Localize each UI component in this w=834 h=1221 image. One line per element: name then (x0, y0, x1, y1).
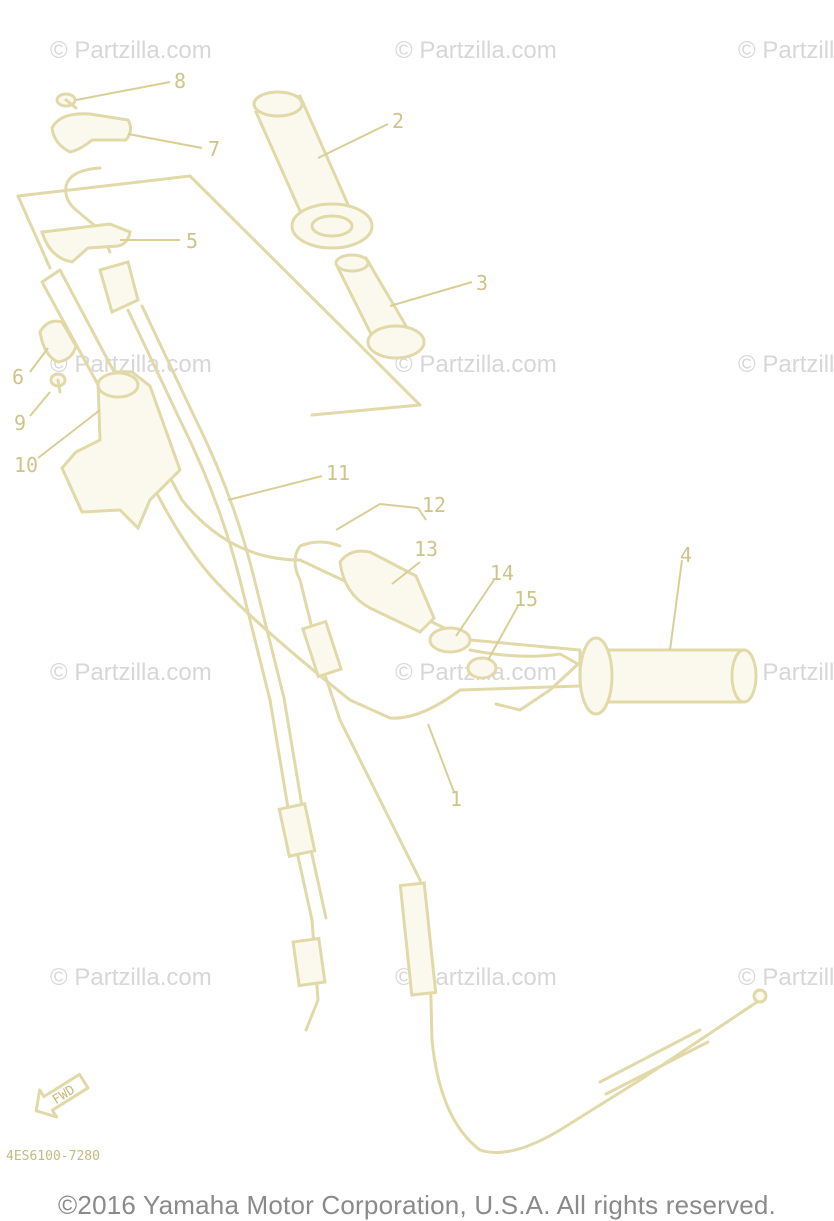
clutch-cable-part-12 (293, 540, 762, 1154)
throttle-cable-sheath (140, 304, 328, 920)
clutch-lever (468, 648, 580, 712)
clutch-cable-adjuster (300, 619, 344, 679)
callout-9: 9 (14, 411, 26, 435)
throttle-tube-part-3 (334, 253, 426, 360)
watermark: © Partzilla.com (50, 659, 212, 686)
leader-lines (29, 81, 683, 793)
callout-3: 3 (476, 271, 488, 295)
clutch-cable-spring (598, 1028, 710, 1096)
callout-1: 1 (450, 787, 462, 811)
watermark: © Partzilla.com (738, 37, 834, 64)
clutch-cable-end (752, 988, 768, 1004)
diagram-code: 4ES6100-7280 (6, 1149, 100, 1164)
screw-part-8 (55, 92, 78, 110)
throttle-cable-end (64, 166, 112, 254)
callout-6: 6 (12, 365, 24, 389)
clutch-holder-part-13 (338, 549, 436, 634)
callout-4: 4 (680, 543, 692, 567)
copyright-notice: ©2016 Yamaha Motor Corporation, U.S.A. A… (58, 1190, 776, 1220)
callout-8: 8 (174, 69, 186, 93)
lever-holder-clamp (96, 371, 140, 399)
callout-5: 5 (186, 229, 198, 253)
throttle-group-outline (16, 174, 422, 417)
throttle-cable-adjuster (277, 802, 317, 858)
callout-11: 11 (326, 461, 350, 485)
callout-10: 10 (14, 453, 38, 477)
bracket-part-6 (38, 319, 78, 364)
watermark: © Partzilla.com (395, 351, 557, 378)
fwd-label: FWD (50, 1083, 78, 1108)
grip-part-2 (252, 90, 374, 250)
nut-part-15 (466, 656, 498, 680)
callout-2: 2 (392, 109, 404, 133)
callout-7: 7 (208, 137, 220, 161)
watermark: © Partzilla.com (738, 351, 834, 378)
watermark: © Partzilla.com (50, 964, 212, 991)
callouts: 8 2 3 4 5 6 7 9 10 11 12 13 14 15 1 (12, 69, 692, 811)
watermark: © Partzilla.com (50, 37, 212, 64)
callout-13: 13 (414, 537, 438, 561)
throttle-group-outline-edge (16, 194, 52, 270)
clutch-cable-sheath (398, 881, 438, 997)
throttle-cover-part-7 (50, 112, 133, 154)
callout-15: 15 (514, 587, 538, 611)
handlebar-part-1 (40, 268, 582, 720)
cable-adjuster (98, 260, 140, 315)
fwd-arrow-icon: FWD (34, 1072, 90, 1119)
throttle-cable-end-fitting (291, 936, 327, 988)
grip-part-4 (578, 636, 758, 716)
throttle-cable-part-11 (126, 308, 320, 1032)
callout-14: 14 (490, 561, 514, 585)
callout-12: 12 (422, 493, 446, 517)
watermark: © Partzilla.com (738, 964, 834, 991)
screw-part-9 (49, 372, 67, 394)
adjuster-part-14 (428, 626, 472, 654)
throttle-housing-part-5 (40, 222, 132, 264)
watermark: © Partzilla.com (395, 37, 557, 64)
